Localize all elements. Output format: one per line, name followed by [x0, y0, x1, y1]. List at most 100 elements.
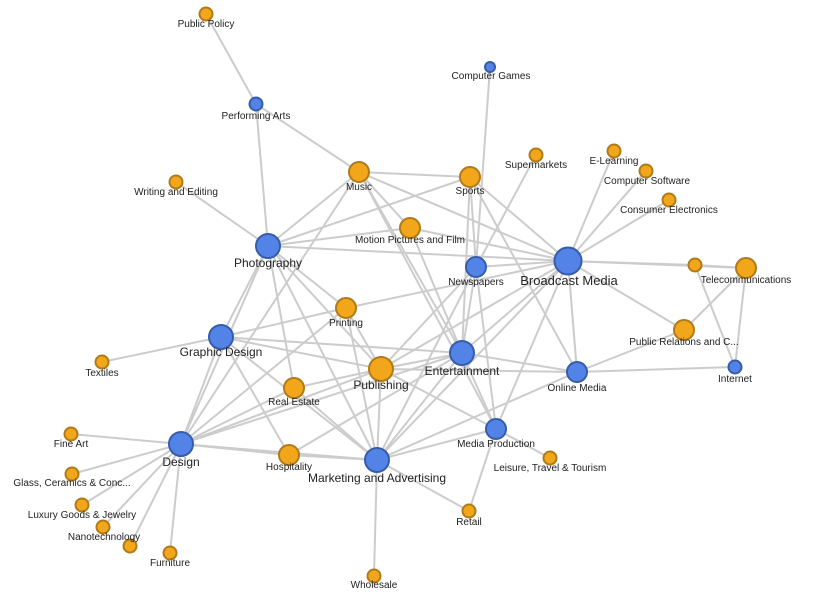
node-sports[interactable] — [459, 166, 481, 188]
node-real-estate[interactable] — [283, 377, 305, 399]
label-printing: Printing — [329, 318, 363, 329]
label-public-relations: Public Relations and C... — [629, 337, 739, 348]
node-performing-arts[interactable] — [248, 96, 264, 112]
node-public-relations[interactable] — [673, 319, 695, 341]
links-layer — [70, 13, 747, 577]
node-nanotechnology-dot[interactable] — [95, 519, 111, 535]
link-graphic-design-publishing — [220, 336, 382, 370]
link-computer-games-newspapers — [475, 66, 491, 268]
link-publishing-media-production — [380, 368, 497, 430]
label-retail: Retail — [456, 517, 482, 528]
node-supermarkets[interactable] — [528, 147, 544, 163]
link-real-estate-marketing-and-advertising — [293, 387, 378, 461]
node-furniture[interactable] — [162, 545, 178, 561]
link-publishing-online-media — [380, 368, 578, 373]
node-telecommunications[interactable] — [735, 257, 757, 279]
link-motion-pictures-and-film-photography — [267, 227, 411, 247]
link-photography-real-estate — [267, 245, 295, 389]
label-telecommunications: Telecommunications — [701, 275, 792, 286]
label-fine-art: Fine Art — [54, 439, 89, 450]
node-e-learning[interactable] — [606, 143, 622, 159]
link-marketing-and-advertising-retail — [376, 459, 470, 512]
node-fine-art[interactable] — [63, 426, 79, 442]
node-retail[interactable] — [461, 503, 477, 519]
node-newspapers[interactable] — [465, 256, 487, 278]
link-online-media-marketing-and-advertising — [376, 371, 578, 461]
link-design-furniture — [169, 443, 182, 554]
link-entertainment-publishing — [380, 352, 463, 370]
link-photography-printing — [267, 245, 347, 309]
label-marketing-and-advertising: Marketing and Advertising — [308, 471, 446, 485]
node-publishing[interactable] — [368, 356, 394, 382]
label-design: Design — [162, 455, 199, 469]
label-nanotechnology: Nanotechnology — [68, 532, 140, 543]
link-newspapers-entertainment — [461, 266, 477, 354]
link-supermarkets-newspapers — [475, 154, 537, 268]
label-online-media: Online Media — [548, 383, 607, 394]
node-textiles[interactable] — [94, 354, 110, 370]
node-design[interactable] — [168, 431, 194, 457]
label-real-estate: Real Estate — [268, 397, 320, 408]
node-online-media[interactable] — [566, 361, 588, 383]
link-broadcast-media-printing — [345, 260, 569, 309]
label-photography: Photography — [234, 256, 302, 270]
label-hospitality: Hospitality — [266, 462, 312, 473]
node-marketing-and-advertising[interactable] — [364, 447, 390, 473]
link-publishing-design — [180, 368, 382, 445]
link-broadcast-media-publishing — [380, 260, 569, 370]
link-photography-publishing — [267, 245, 382, 370]
node-consumer-electronics[interactable] — [661, 192, 677, 208]
label-internet: Internet — [718, 374, 752, 385]
link-sports-online-media — [469, 176, 578, 373]
node-nanotechnology[interactable] — [122, 538, 138, 554]
link-entertainment-media-production — [461, 352, 497, 430]
link-entertainment-design — [180, 352, 463, 445]
node-wholesale[interactable] — [366, 568, 382, 584]
node-public-policy[interactable] — [198, 6, 214, 22]
node-hospitality[interactable] — [278, 444, 300, 466]
link-performing-arts-music — [255, 103, 360, 173]
label-newspapers: Newspapers — [448, 277, 504, 288]
node-glass-ceramics[interactable] — [64, 466, 80, 482]
node-music[interactable] — [348, 161, 370, 183]
link-music-motion-pictures-and-film — [358, 171, 411, 229]
link-real-estate-design — [180, 387, 295, 445]
link-telecommunications-public-relations — [683, 267, 747, 331]
link-printing-marketing-and-advertising — [345, 307, 378, 461]
label-leisure-travel-tourism: Leisure, Travel & Tourism — [494, 463, 607, 474]
label-broadcast-media: Broadcast Media — [520, 273, 618, 288]
node-computer-software[interactable] — [638, 163, 654, 179]
link-design-glass-ceramics — [71, 443, 182, 475]
link-motion-pictures-and-film-entertainment — [409, 227, 463, 354]
link-graphic-design-design — [180, 336, 222, 445]
link-media-production-marketing-and-advertising — [376, 428, 497, 461]
node-media-production[interactable] — [485, 418, 507, 440]
node-graphic-design[interactable] — [208, 324, 234, 350]
node-motion-pictures-and-film[interactable] — [399, 217, 421, 239]
link-sports-newspapers — [469, 176, 477, 268]
link-publishing-marketing-and-advertising — [376, 368, 382, 461]
label-textiles: Textiles — [85, 368, 118, 379]
link-photography-marketing-and-advertising — [267, 245, 378, 461]
node-entertainment[interactable] — [449, 340, 475, 366]
node-internet[interactable] — [727, 359, 743, 375]
link-entertainment-online-media — [461, 352, 578, 373]
link-graphic-design-textiles — [101, 336, 222, 363]
node-computer-games[interactable] — [484, 61, 496, 73]
link-music-sports — [358, 171, 471, 178]
link-music-broadcast-media — [358, 171, 569, 262]
node-photography[interactable] — [255, 233, 281, 259]
node-telecom-node[interactable] — [687, 257, 703, 273]
link-e-learning-broadcast-media — [567, 150, 615, 262]
node-printing[interactable] — [335, 297, 357, 319]
node-broadcast-media[interactable] — [553, 246, 583, 276]
link-graphic-design-hospitality — [220, 336, 290, 456]
node-writing-and-editing[interactable] — [168, 174, 184, 190]
node-leisure-travel-tourism[interactable] — [542, 450, 558, 466]
label-graphic-design: Graphic Design — [180, 345, 263, 359]
label-sports: Sports — [456, 186, 485, 197]
link-public-policy-performing-arts — [205, 13, 257, 105]
node-luxury-goods[interactable] — [74, 497, 90, 513]
